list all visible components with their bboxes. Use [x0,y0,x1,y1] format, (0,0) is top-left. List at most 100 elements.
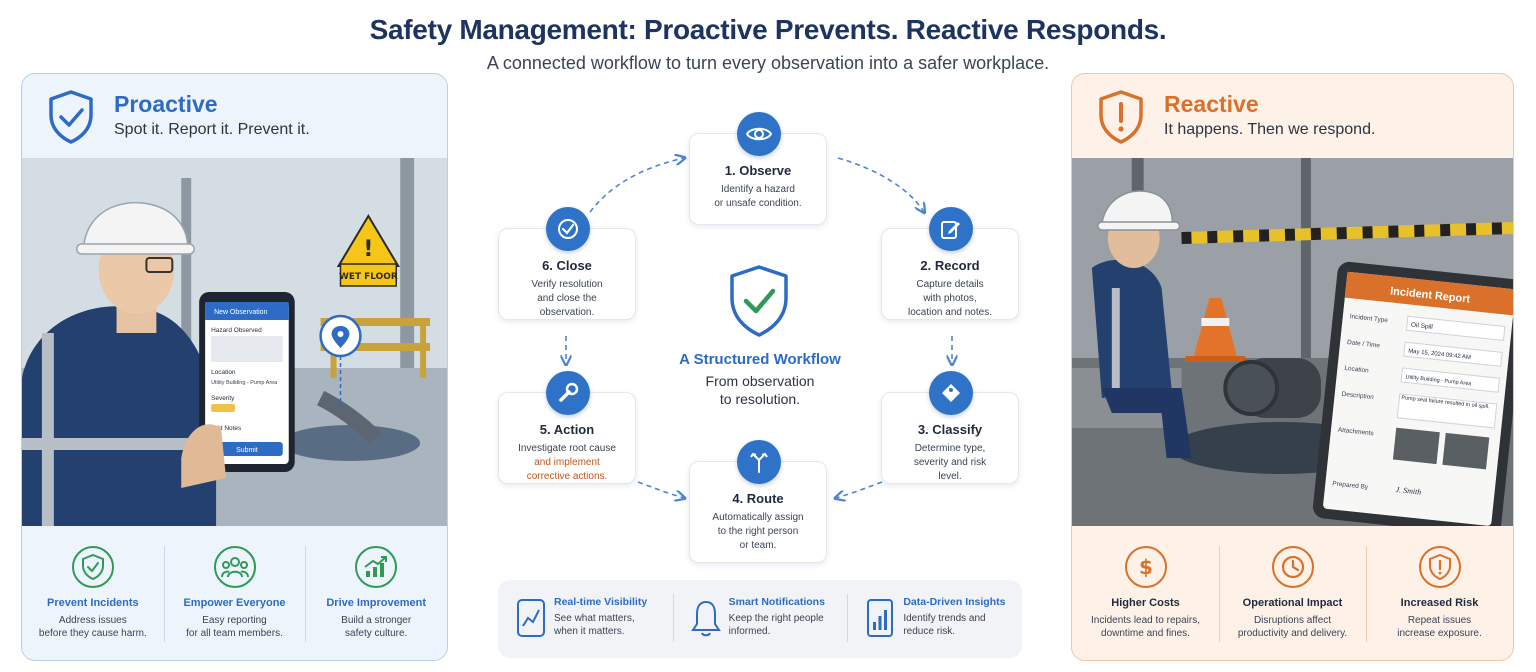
step-title: 3. Classify [917,422,983,437]
bell-icon [690,600,721,637]
consequence-title: Higher Costs [1111,597,1180,609]
step-title: 5. Action [539,422,595,437]
clock-icon [1271,546,1314,588]
svg-text:J. Smith: J. Smith [1395,485,1421,497]
incident-report-clipboard: Incident Report Incident Type Oil Spill … [1312,261,1513,526]
step-title: 2. Record [920,258,980,273]
page-subtitle: A connected workflow to turn every obser… [486,53,1050,73]
phone-location-value: Utility Building - Pump Area [211,380,278,386]
svg-text:Location: Location [1344,365,1369,375]
reactive-panel: Reactive It happens. Then we respond. [1071,73,1514,661]
consequence-desc: Incidents lead to repairs,downtime and f… [1091,615,1200,639]
page-title: Safety Management: Proactive Prevents. R… [369,14,1167,45]
svg-text:Date / Time: Date / Time [1347,339,1381,349]
reactive-title: Reactive [1164,91,1259,117]
svg-text:$: $ [1139,555,1153,579]
svg-text:Description: Description [1341,391,1374,401]
reactive-header: Reactive It happens. Then we respond. [1072,74,1513,158]
edit-icon [929,207,973,251]
team-icon [213,546,256,588]
svg-text:Incident Type: Incident Type [1349,313,1388,324]
worker-figure [22,202,217,526]
arrow-close-to-observe [589,158,684,213]
arrow-classify-to-route [836,481,883,498]
check-circle-icon [546,207,590,251]
step-title: 6. Close [542,258,592,273]
svg-text:Attachments: Attachments [1338,427,1374,438]
proactive-header: Proactive Spot it. Report it. Prevent it… [22,74,447,158]
route-icon [737,440,781,484]
feature-data-driven-insights: Data-Driven Insights Identify trends and… [847,580,1022,658]
svg-text:Oil Spill: Oil Spill [1411,322,1433,331]
dashboard-icon [517,599,545,637]
consequence-title: Operational Impact [1242,597,1343,609]
workflow-center-title: A Structured Workflow [679,351,841,368]
phone-header: New Observation [214,309,267,316]
growth-chart-icon [355,546,398,588]
step-classify[interactable]: 3. Classify Determine type,severity and … [881,371,1019,484]
benefit-title: Prevent Incidents [46,597,139,609]
reactive-consequences: $ Higher Costs Incidents lead to repairs… [1072,526,1513,660]
shield-check-icon [71,546,114,588]
wet-floor-text: WET FLOOR [339,272,398,282]
wrench-icon [546,371,590,415]
dollar-icon: $ [1124,546,1167,588]
arrow-action-to-route [637,481,684,498]
phone-severity-label: Severity [211,395,235,402]
feature-realtime-visibility: Real-time Visibility See what matters,wh… [498,580,673,658]
shield-check-icon [730,265,788,337]
feature-title: Smart Notifications [728,596,825,608]
consequence-higher-costs: $ Higher Costs Incidents lead to repairs… [1072,526,1219,660]
phone-submit-button: Submit [236,447,258,454]
phone-hazard-label: Hazard Observed [211,327,262,334]
eye-icon [737,112,781,156]
feature-title: Real-time Visibility [554,596,648,608]
feature-smart-notifications: Smart Notifications Keep the right peopl… [672,580,848,658]
phone-location-label: Location [211,369,236,376]
svg-text:!: ! [363,237,373,262]
phone-notes-label: Add Notes [211,425,241,432]
proactive-tagline: Spot it. Report it. Prevent it. [114,121,310,138]
features-bar: Real-time Visibility See what matters,wh… [498,580,1022,658]
reactive-illustration: Incident Report Incident Type Oil Spill … [1072,158,1513,526]
benefit-title: Empower Everyone [183,597,286,609]
benefit-title: Drive Improvement [326,597,426,609]
proactive-panel: Proactive Spot it. Report it. Prevent it… [21,73,448,661]
report-chart-icon [867,599,894,637]
proactive-title: Proactive [114,91,218,117]
svg-text:Prepared By: Prepared By [1332,480,1369,491]
proactive-illustration: ! WET FLOOR [22,158,447,526]
step-title: 4. Route [732,491,784,506]
shield-check-icon [49,90,93,144]
step-title: 1. Observe [724,163,792,178]
tag-icon [929,371,973,415]
feature-title: Data-Driven Insights [903,596,1006,608]
shield-alert-icon [1418,546,1461,588]
consequence-title: Increased Risk [1400,597,1479,609]
reactive-tagline: It happens. Then we respond. [1164,121,1376,138]
arrow-observe-to-record [837,157,924,212]
